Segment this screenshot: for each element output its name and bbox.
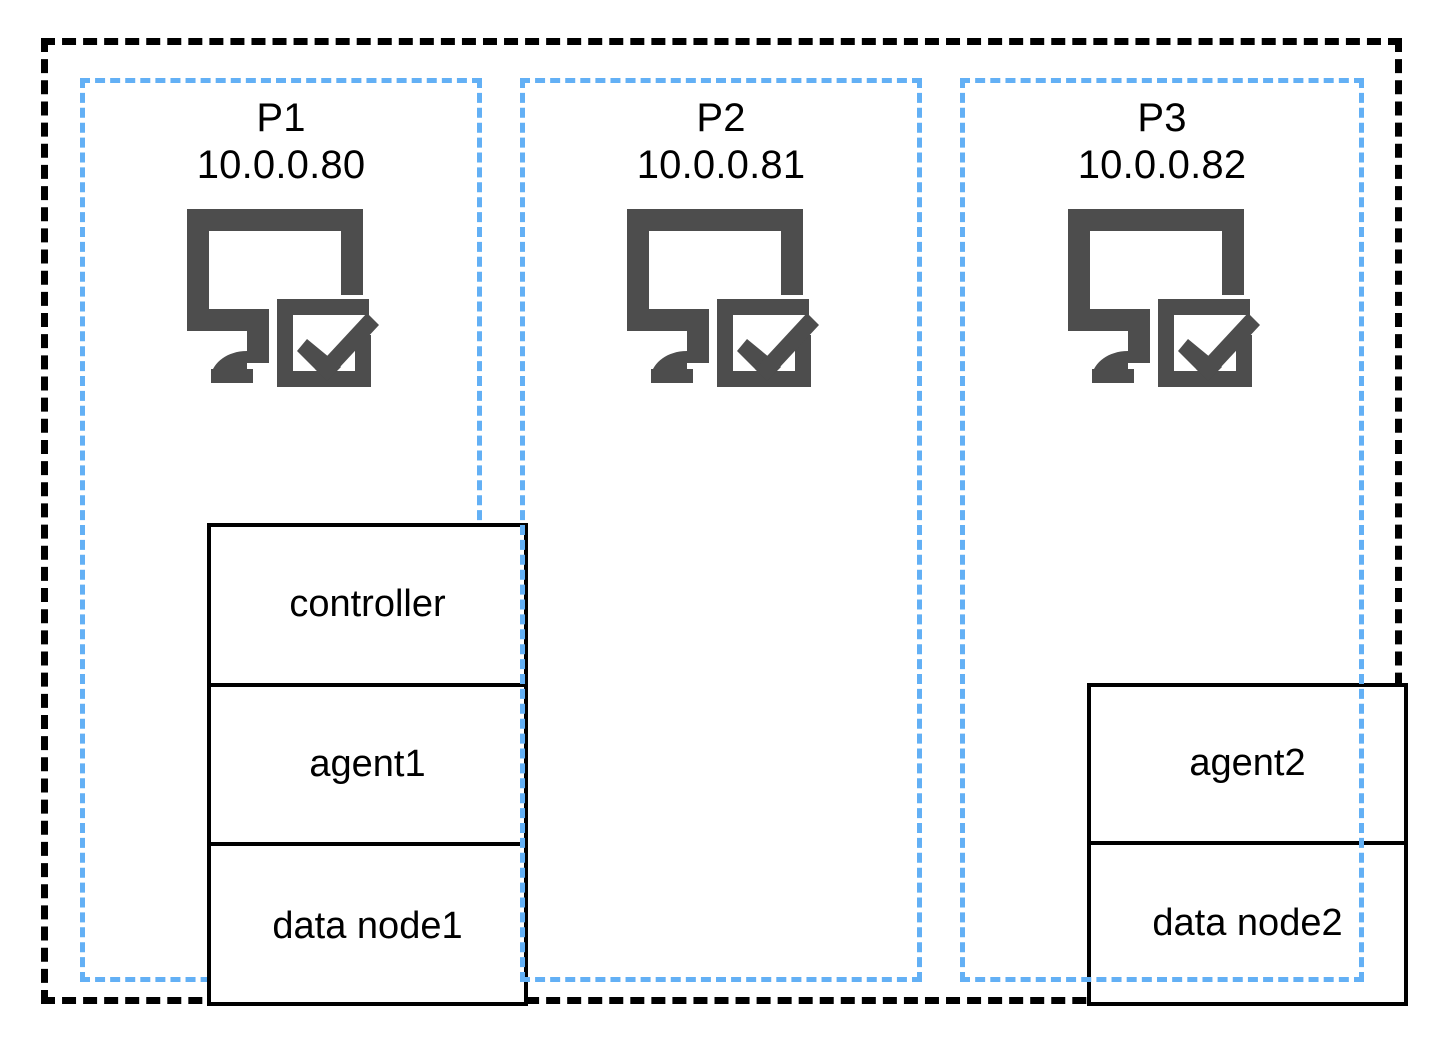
service-stack-p2: agent2 data node2 [1087, 683, 1408, 1006]
host-panel-p1[interactable]: P1 10.0.0.80 controller agent1 [80, 78, 528, 1006]
cluster-boundary [41, 38, 1402, 1004]
service-cell-data-node1[interactable]: data node1 [272, 904, 463, 947]
host-name-p1: P1 [256, 96, 306, 140]
host-name-p2: P2 [696, 96, 746, 140]
monitor-check-icon [1062, 203, 1262, 389]
monitor-check-icon [181, 203, 381, 389]
monitor-check-icon [621, 203, 821, 389]
host-ip-p2: 10.0.0.81 [636, 143, 806, 188]
service-stack-p1: controller agent1 data node1 [207, 523, 528, 1006]
host-header-p3: P3 10.0.0.82 [965, 95, 1359, 189]
host-ip-p1: 10.0.0.80 [196, 143, 366, 188]
host-panel-p2[interactable]: P2 10.0.0.81 agent2 data node2 [520, 78, 1408, 1006]
service-cell-agent1[interactable]: agent1 [211, 687, 524, 847]
service-cell-controller[interactable]: controller [211, 527, 524, 687]
host-name-p3: P3 [1137, 96, 1187, 140]
service-cell-agent2[interactable]: agent2 [1091, 687, 1404, 845]
host-header-p2: P2 10.0.0.81 [525, 95, 917, 189]
host-panel-p3[interactable]: P3 10.0.0.82 agent3 compute nod [960, 78, 1364, 982]
service-cell-data-node2[interactable]: data node2 [1152, 901, 1343, 944]
host-ip-p3: 10.0.0.82 [1077, 143, 1247, 188]
host-header-p1: P1 10.0.0.80 [85, 95, 477, 189]
